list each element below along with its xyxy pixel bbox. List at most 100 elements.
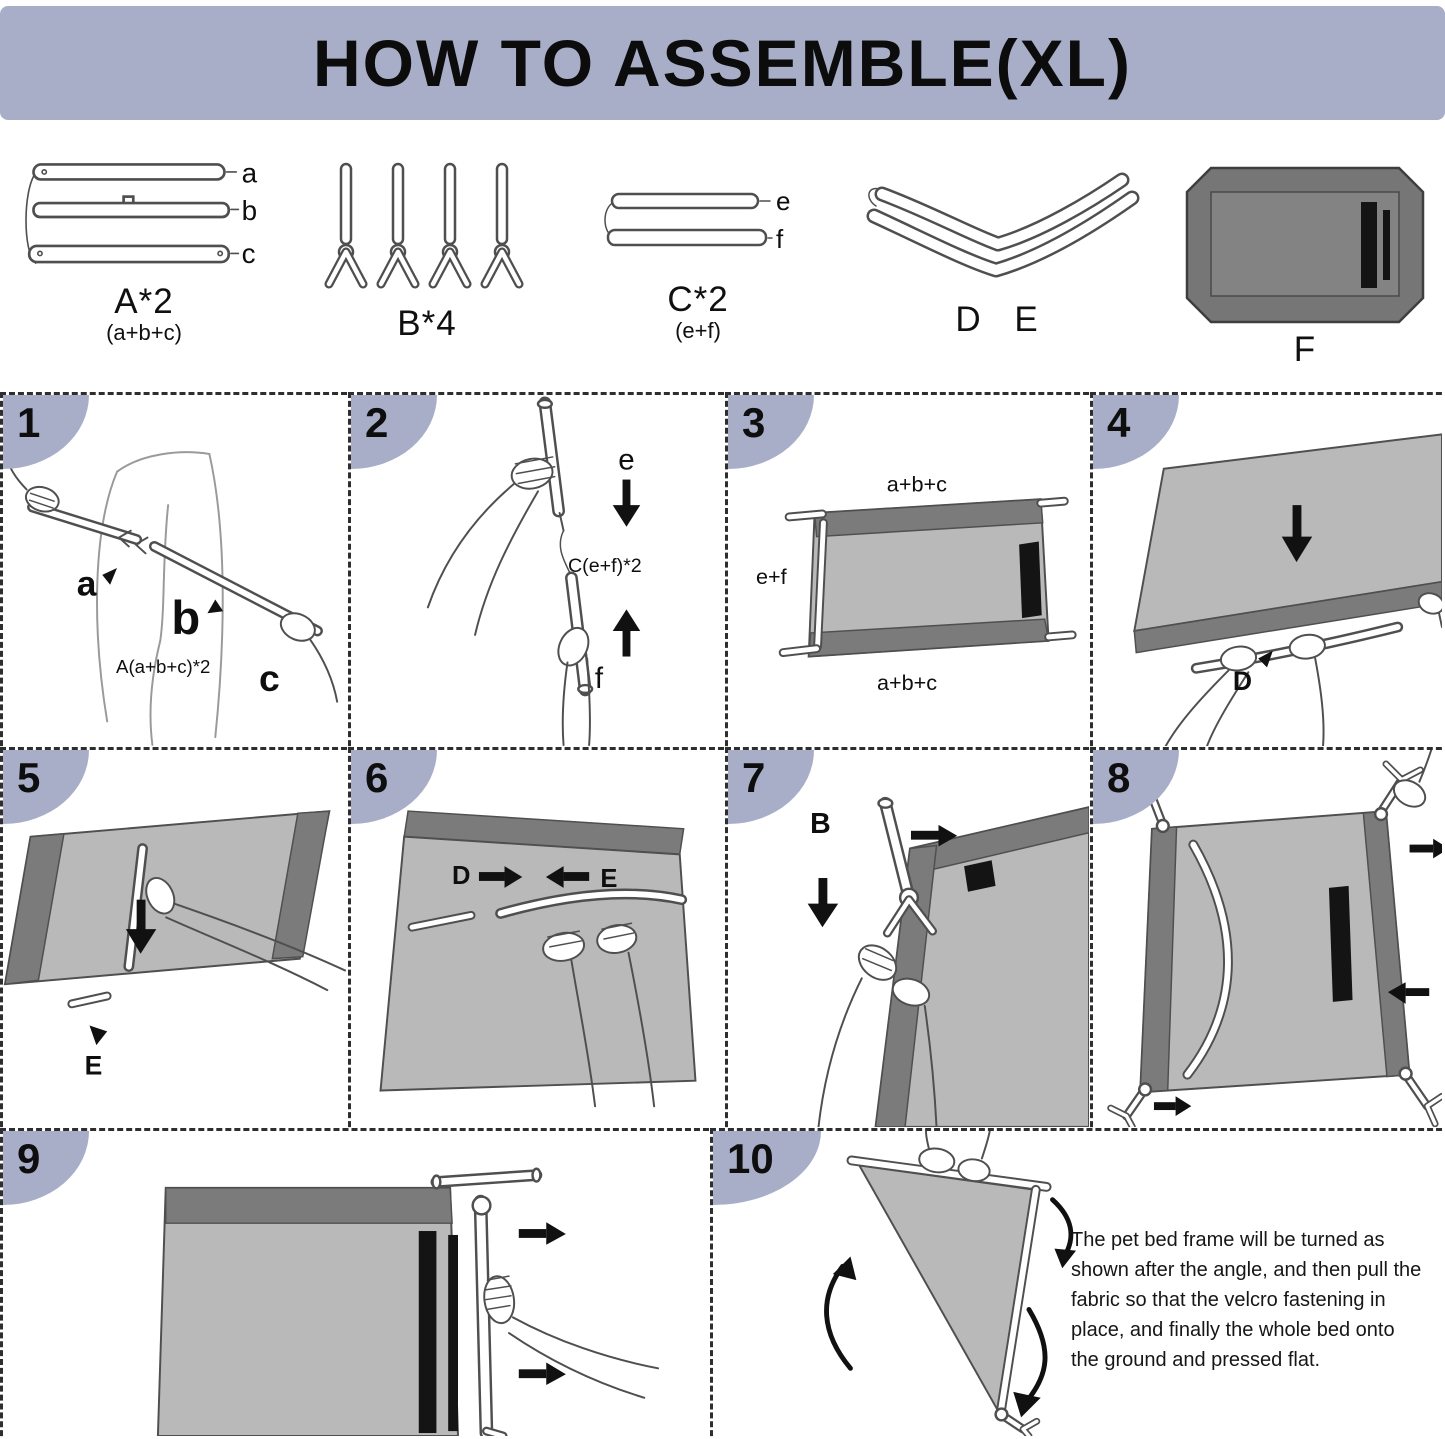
step-5-label-e: E (85, 1051, 103, 1081)
bow-rod (495, 888, 688, 919)
step-6-illustration: D E (379, 810, 697, 1108)
hand (145, 876, 347, 992)
step-2-label-f: f (595, 662, 604, 695)
step-9-cell: 9 (0, 1128, 718, 1439)
rod-a (32, 163, 238, 181)
part-a-sub-caption: (a+b+c) (106, 320, 182, 345)
step-6-cell: 6 D (348, 747, 733, 1136)
step-2-cell: 2 e (348, 392, 733, 755)
left-hand (1164, 645, 1258, 746)
step-1-formula: A(a+b+c)*2 (116, 656, 210, 677)
pointer-arrow-icon (102, 568, 118, 585)
right-arrow-icon (478, 866, 523, 888)
part-f-caption: F (1293, 330, 1317, 369)
hands (817, 944, 938, 1127)
corner-leg (1373, 760, 1424, 822)
upper-hand (426, 456, 556, 636)
step-6-number: 6 (365, 754, 389, 801)
velcro-strip (964, 860, 996, 892)
sleeve-end-tube (67, 991, 112, 1009)
part-b-caption: B*4 (397, 304, 457, 343)
step-3-label-left: e+f (756, 564, 788, 589)
part-b-group: B*4 (322, 160, 532, 344)
step-1-cell: 1 (0, 392, 356, 755)
corner-leg (1107, 1082, 1153, 1127)
leg-piece (376, 162, 420, 289)
page-title: HOW TO ASSEMBLE(XL) (313, 26, 1132, 100)
down-arrow-icon (125, 899, 157, 954)
leg-b (877, 796, 938, 938)
chevron-icon (117, 529, 149, 555)
part-c-illustration: e f (604, 186, 790, 254)
part-a-caption: A*2 (114, 282, 174, 321)
fabric-sleeve-top (165, 1187, 453, 1224)
rod-c-label: c (242, 238, 256, 269)
part-c-group: e f C*2 (e+f) (598, 186, 798, 344)
step-2-label-e: e (618, 444, 634, 477)
rod-f-label: f (776, 224, 784, 254)
step-7-cell: 7 B (725, 747, 1098, 1136)
fabric-panel (156, 1186, 459, 1436)
left-arrow-icon (1387, 982, 1430, 1004)
hand (483, 1275, 660, 1399)
rotate-arrow-icon (1050, 1197, 1077, 1269)
pointer-arrow-icon (89, 1025, 108, 1046)
left-hand (542, 930, 597, 1108)
step-10-note: The pet bed frame will be turned as show… (1071, 1229, 1422, 1371)
pointer-arrow-icon (207, 599, 224, 614)
step-1-illustration: a b A(a+b+c)*2 c (3, 451, 339, 746)
rod-e (123, 843, 148, 972)
leg-piece (324, 162, 368, 289)
fabric-sleeve (1133, 581, 1442, 654)
step-2-formula: C(e+f)*2 (568, 555, 642, 577)
velcro-strip (418, 1231, 437, 1434)
rod-b-label: b (242, 195, 258, 226)
part-b-illustration (324, 162, 524, 289)
up-arrow-icon (612, 609, 641, 657)
velcro-strip (1019, 541, 1042, 619)
rod-b (32, 195, 240, 219)
step-5-illustration: E (3, 810, 347, 1081)
rod-f (606, 228, 773, 247)
right-arrow-icon (1409, 838, 1442, 859)
part-f-illustration (1185, 166, 1425, 324)
down-arrow-icon (612, 479, 641, 527)
step-3-label-bottom: a+b+c (877, 670, 937, 695)
down-arrow-icon (807, 878, 839, 928)
step-4-illustration: D (1133, 433, 1442, 746)
velcro-strip (448, 1234, 458, 1432)
corner-leg (994, 1407, 1041, 1436)
inserted-rod (778, 496, 1077, 658)
step-1-label-a: a (77, 565, 97, 604)
step-8-cell: 8 (1090, 747, 1445, 1136)
step-7-number: 7 (742, 754, 766, 801)
corner-hand (1417, 592, 1442, 629)
hands (918, 1131, 991, 1183)
right-arrow-icon (518, 1222, 566, 1245)
fabric-sleeve-left (4, 833, 65, 986)
step-6-label-e: E (600, 865, 617, 893)
bow-tube-e (866, 190, 1140, 278)
step-4-number: 4 (1107, 399, 1131, 446)
inserted-piece-d (407, 910, 476, 932)
handle-tube (430, 1167, 543, 1190)
fabric-panel (1133, 433, 1442, 633)
right-hand (596, 922, 656, 1108)
step-7-illustration: B (807, 796, 1089, 1127)
lower-hand (557, 626, 591, 746)
header-banner: HOW TO ASSEMBLE(XL) (0, 6, 1445, 120)
step-2-number: 2 (365, 399, 389, 446)
step-8-number: 8 (1107, 754, 1131, 801)
rotate-arrow-icon (824, 1256, 857, 1371)
step-5-number: 5 (17, 754, 41, 801)
velcro-strip (1328, 885, 1353, 1002)
step-9-number: 9 (17, 1135, 41, 1182)
right-hand (1288, 633, 1326, 746)
part-c-sub-caption: (e+f) (675, 318, 721, 343)
part-a-illustration: a b c (25, 158, 258, 269)
right-arrow-icon (518, 1362, 566, 1386)
frame-tube (846, 1155, 1052, 1419)
leg-tube (471, 1194, 508, 1436)
leg-piece (480, 162, 524, 289)
